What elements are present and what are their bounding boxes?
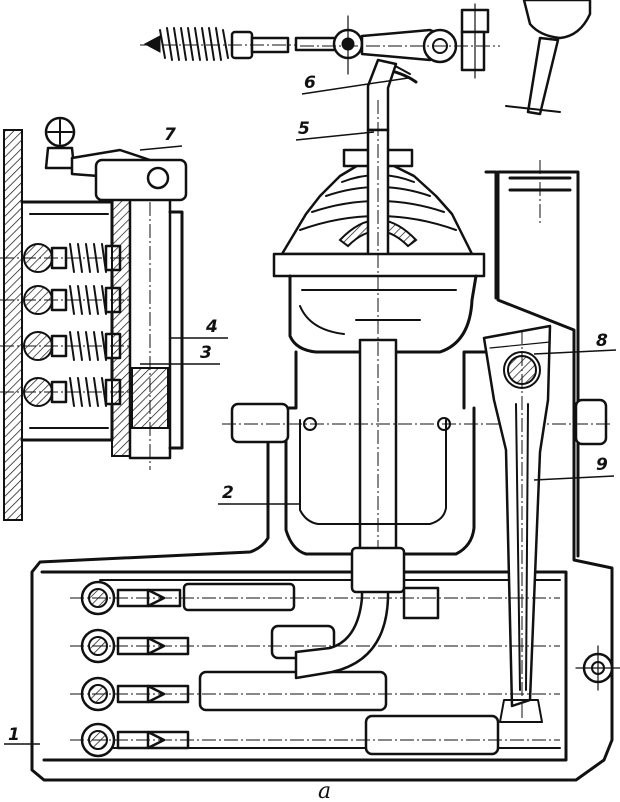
callout-labels: 1 2 3 4 5 6 7 8 9 а — [4, 73, 617, 802]
label-8: 8 — [596, 331, 608, 351]
rod-row — [116, 582, 296, 612]
label-9: 9 — [596, 455, 608, 475]
label-5: 5 — [298, 119, 310, 139]
label-7: 7 — [164, 125, 176, 145]
top-linkage — [140, 0, 592, 116]
selector-rail-assembly — [0, 116, 188, 521]
label-4: 4 — [205, 317, 218, 337]
figure-caption: а — [318, 779, 331, 802]
label-2: 2 — [222, 483, 234, 503]
intermediate-lever — [482, 324, 552, 723]
rod-row — [116, 714, 500, 756]
label-1: 1 — [8, 725, 20, 745]
label-6: 6 — [304, 73, 316, 93]
rod-row — [116, 670, 388, 712]
main-housing — [30, 58, 614, 782]
label-3: 3 — [200, 343, 212, 363]
shift-rods — [70, 546, 620, 758]
